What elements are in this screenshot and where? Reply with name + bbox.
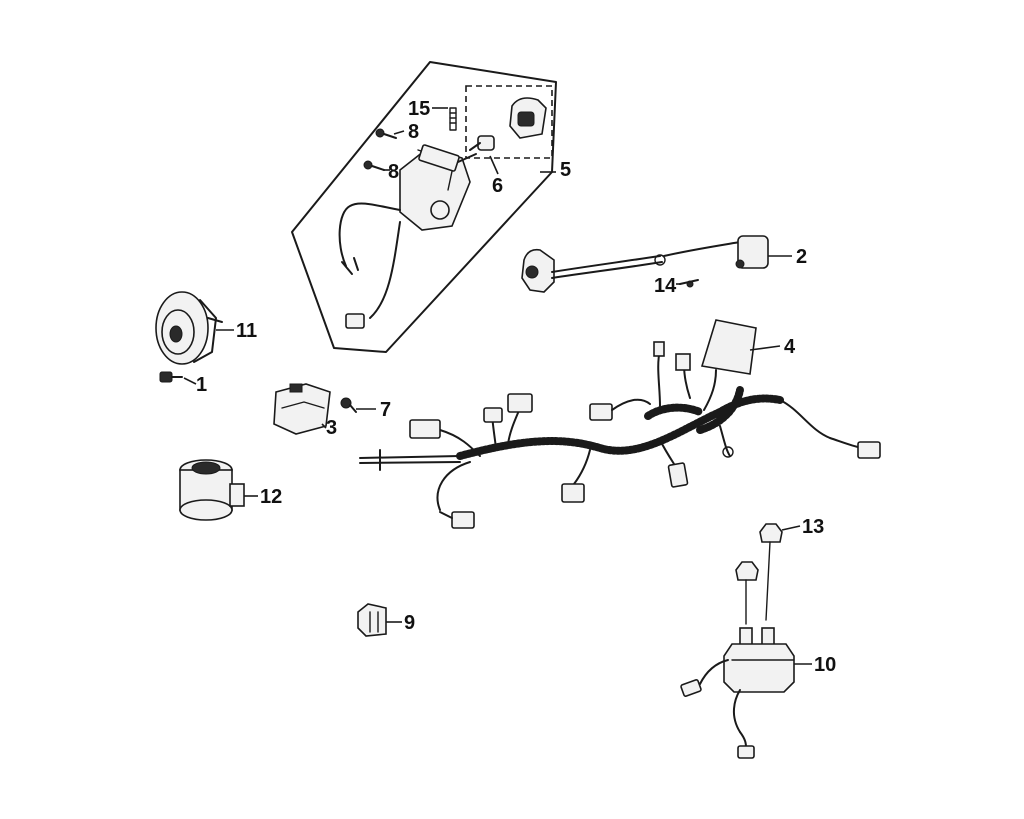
switch-key-part — [469, 135, 495, 151]
part-label-6: 6 — [492, 175, 503, 197]
starter-relay-10 — [680, 627, 795, 759]
relay-part-3 — [273, 383, 331, 435]
spring-part — [449, 107, 457, 131]
ignition-switch-body — [399, 144, 477, 231]
main-wiring-harness — [359, 341, 881, 529]
switch-connector — [345, 313, 365, 329]
connector-part-9 — [357, 603, 387, 637]
terminal-cap-13 — [759, 523, 783, 621]
lock-cylinder-cover — [509, 97, 547, 139]
sensor-with-lead — [521, 235, 769, 293]
switch-lead-wire — [338, 202, 401, 267]
flat-control-module — [700, 319, 757, 375]
switch-lead-wire-2 — [369, 221, 401, 319]
bolt-part-7 — [340, 397, 357, 413]
part-label-12: 12 — [260, 486, 282, 508]
part-label-2: 2 — [796, 246, 807, 268]
part-label-1: 1 — [196, 374, 207, 396]
small-screw-14 — [679, 279, 699, 288]
part-label-3: 3 — [326, 417, 337, 439]
part-label-8-lower: 8 — [388, 161, 399, 183]
part-number-labels: 1 2 3 4 5 6 7 8 8 9 10 11 12 13 14 15 — [196, 98, 836, 676]
screw-part-lower — [363, 160, 385, 171]
screw-part-upper — [375, 128, 397, 139]
part-label-15: 15 — [408, 98, 430, 120]
part-label-5: 5 — [560, 159, 571, 181]
part-label-8-upper: 8 — [408, 121, 419, 143]
part-label-14: 14 — [654, 275, 677, 297]
terminal-cap-upper — [735, 561, 759, 625]
part-label-9: 9 — [404, 612, 415, 634]
cylinder-relay-12 — [179, 459, 245, 521]
ignition-switch-assembly — [291, 61, 557, 353]
horn-part — [155, 291, 223, 365]
part-label-13: 13 — [802, 516, 824, 538]
harness-main-conduit — [456, 394, 784, 460]
assembly-frame-outline — [291, 61, 557, 353]
leader-lines — [183, 107, 812, 665]
bolt-part-1 — [159, 371, 183, 383]
part-label-7: 7 — [380, 399, 391, 421]
lock-cover-dashed-box — [465, 85, 553, 159]
part-label-4: 4 — [784, 336, 796, 358]
part-label-10: 10 — [814, 654, 836, 676]
part-label-11: 11 — [236, 320, 257, 342]
